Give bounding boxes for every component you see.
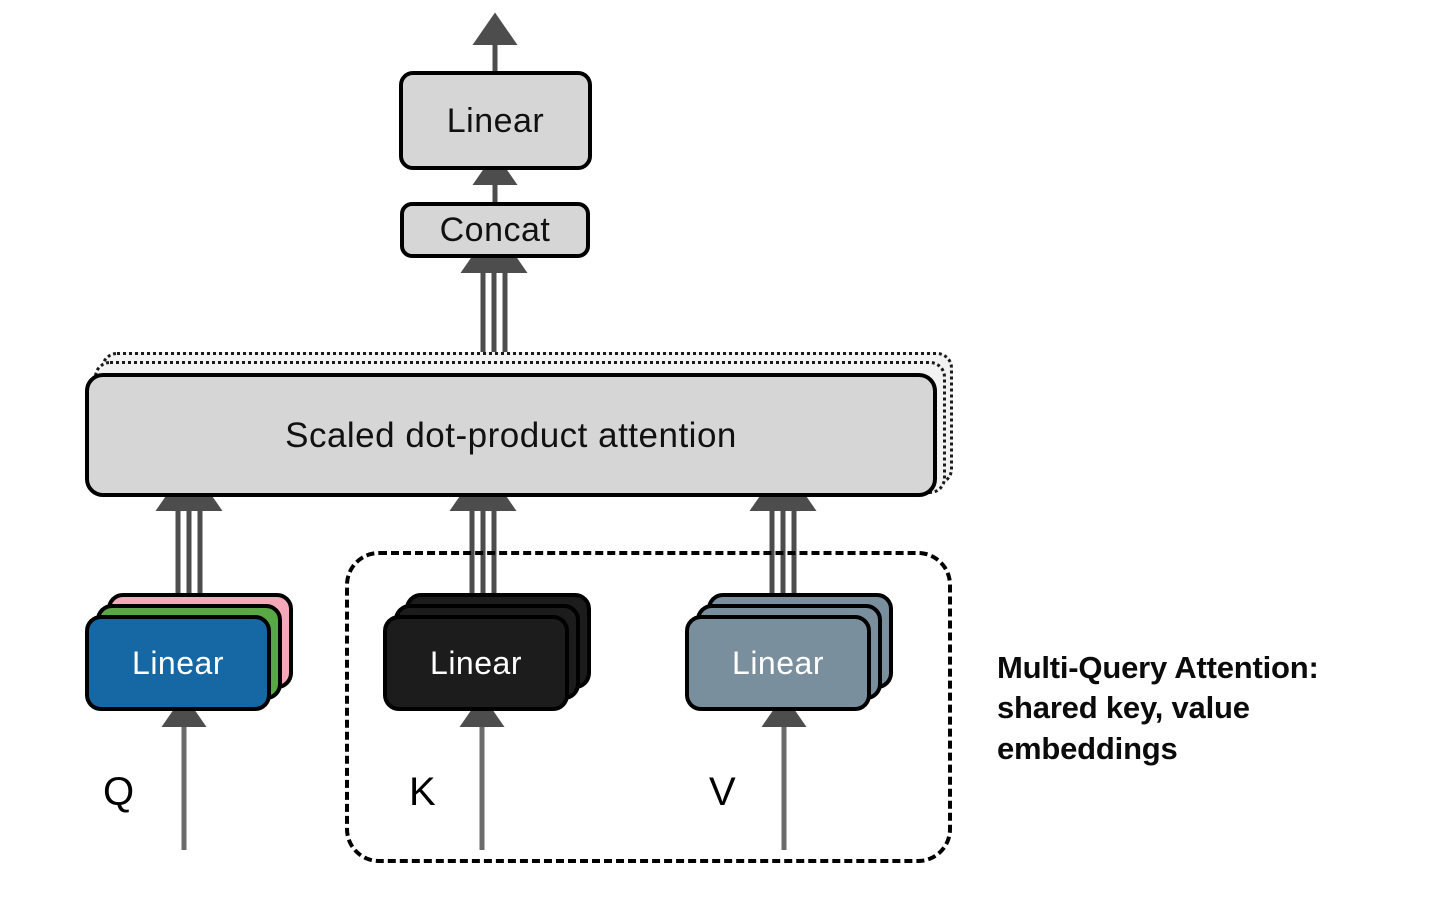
input-label-v: V: [709, 770, 736, 814]
key-linear-label: Linear: [430, 645, 522, 681]
attention-label: Scaled dot-product attention: [285, 415, 737, 455]
attention-box[interactable]: Scaled dot-product attention: [85, 373, 937, 497]
concat-label: Concat: [439, 211, 551, 249]
value-linear-box[interactable]: Linear: [685, 615, 871, 711]
output-linear-label: Linear: [446, 101, 545, 140]
key-linear-box[interactable]: Linear: [383, 615, 569, 711]
concat-box[interactable]: Concat: [400, 202, 590, 258]
query-linear-label: Linear: [132, 645, 224, 681]
input-label-q: Q: [103, 770, 135, 814]
shared-kv-group: [345, 551, 952, 863]
diagram-caption: Multi-Query Attention: shared key, value…: [997, 650, 1319, 766]
value-linear-label: Linear: [732, 645, 824, 681]
output-linear-box[interactable]: Linear: [399, 71, 592, 170]
input-label-k: K: [409, 770, 436, 814]
query-linear-box[interactable]: Linear: [85, 615, 271, 711]
